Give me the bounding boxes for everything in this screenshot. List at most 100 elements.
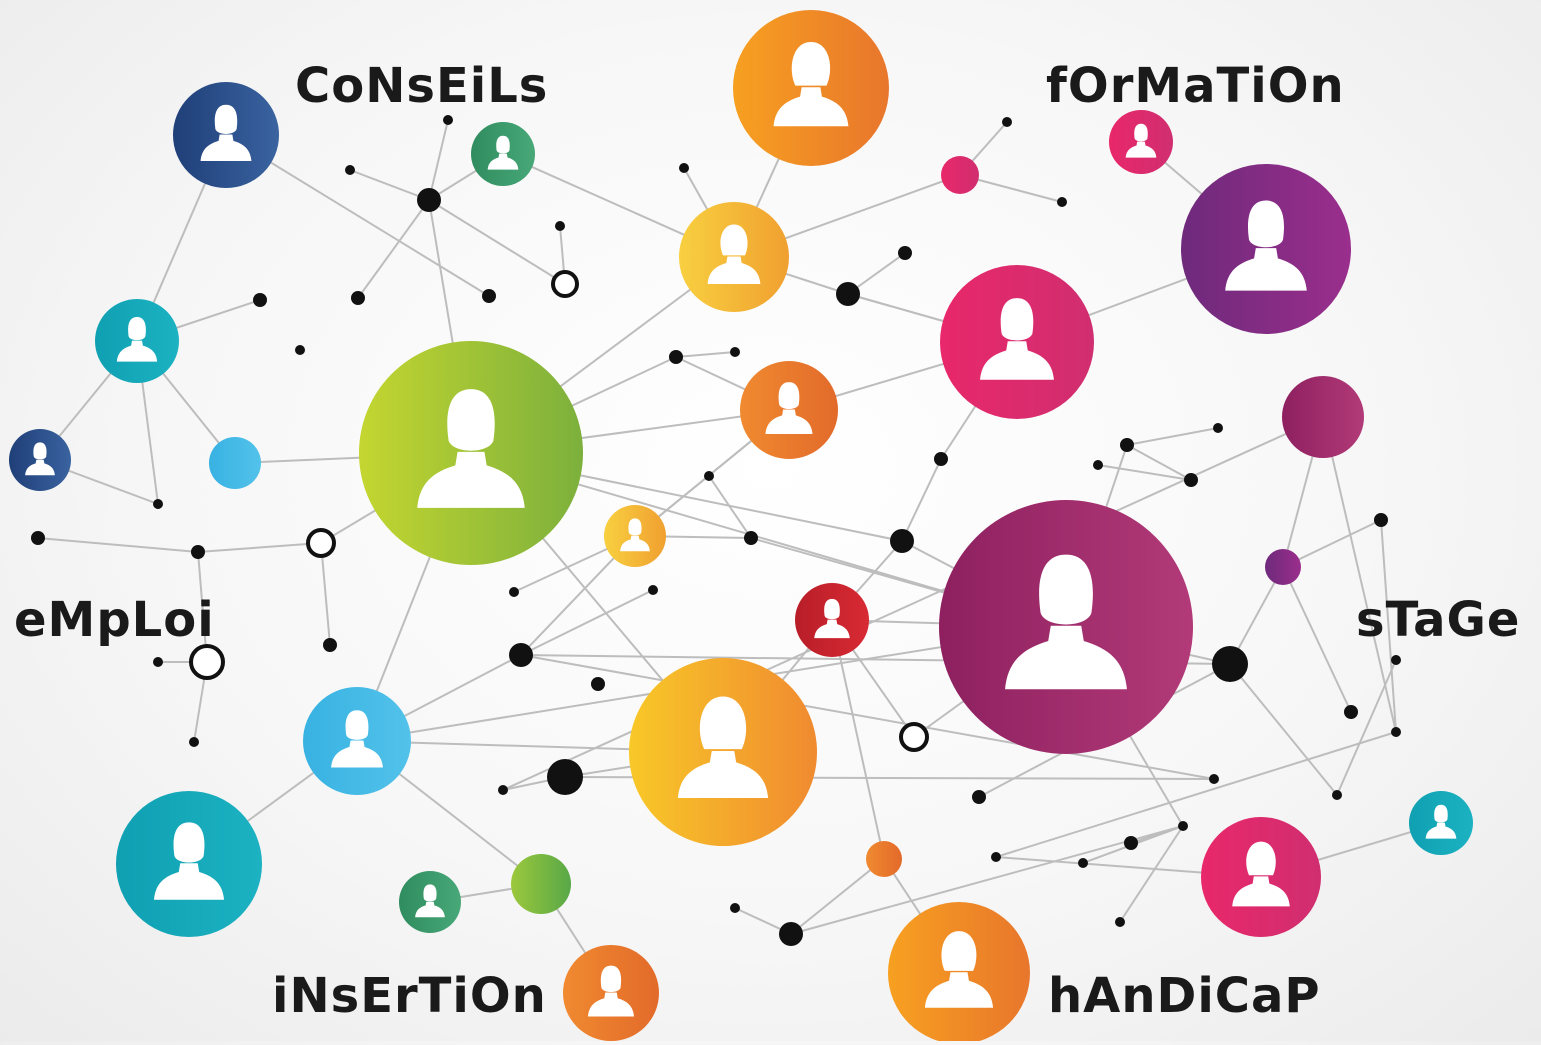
- person-node: [563, 945, 659, 1041]
- label-handicap: hAnDiCaP: [1048, 968, 1321, 1024]
- label-emploi: eMpLoi: [14, 592, 215, 648]
- black-dot: [591, 677, 605, 691]
- black-dot: [345, 165, 355, 175]
- connection-line: [1126, 444, 1192, 481]
- connection-line: [1380, 519, 1397, 733]
- black-dot: [730, 347, 740, 357]
- black-dot: [898, 246, 912, 260]
- color-dot: [511, 854, 571, 914]
- connection-line: [901, 458, 942, 542]
- person-icon: [924, 931, 994, 1008]
- person-node: [399, 871, 461, 933]
- person-icon: [200, 104, 252, 161]
- black-dot: [153, 499, 163, 509]
- black-dot: [547, 759, 583, 795]
- ring-dot: [551, 270, 579, 298]
- node-circle: [888, 902, 1030, 1044]
- black-dot: [1002, 117, 1012, 127]
- black-dot: [1213, 423, 1223, 433]
- person-node: [359, 341, 583, 565]
- black-dot: [1209, 774, 1219, 784]
- black-dot: [253, 293, 267, 307]
- black-dot: [1124, 836, 1138, 850]
- black-dot: [679, 163, 689, 173]
- person-node: [303, 687, 411, 795]
- connection-line: [320, 542, 331, 646]
- person-node: [1201, 817, 1321, 937]
- label-stage: sTaGe: [1356, 592, 1521, 648]
- black-dot: [1184, 473, 1198, 487]
- person-icon: [116, 317, 158, 362]
- black-dot: [934, 452, 948, 466]
- black-dot: [1332, 790, 1342, 800]
- black-dot: [1178, 821, 1188, 831]
- black-dot: [1391, 727, 1401, 737]
- black-dot: [1344, 705, 1358, 719]
- black-dot: [351, 291, 365, 305]
- person-node: [604, 505, 666, 567]
- person-icon: [25, 442, 55, 476]
- connection-line: [197, 542, 322, 553]
- person-icon: [765, 382, 813, 435]
- connection-line: [1336, 659, 1397, 796]
- ring-dot: [899, 722, 929, 752]
- connection-line: [1322, 416, 1397, 733]
- black-dot: [1057, 197, 1067, 207]
- person-icon: [417, 389, 525, 508]
- black-dot: [482, 289, 496, 303]
- person-icon: [1225, 200, 1307, 291]
- person-icon: [677, 696, 769, 799]
- black-dot: [1212, 646, 1248, 682]
- person-node: [795, 583, 869, 657]
- black-dot: [972, 790, 986, 804]
- person-node: [116, 791, 262, 937]
- black-dot: [991, 852, 1001, 862]
- label-formation: fOrMaTiOn: [1046, 58, 1345, 114]
- person-node: [9, 429, 71, 491]
- black-dot: [1374, 513, 1388, 527]
- black-dot: [836, 282, 860, 306]
- person-icon: [707, 224, 761, 284]
- connection-line: [520, 654, 1215, 780]
- person-node: [1109, 110, 1173, 174]
- color-dot: [1282, 376, 1364, 458]
- color-dot: [866, 841, 902, 877]
- person-node: [1409, 791, 1473, 855]
- black-dot: [443, 115, 453, 125]
- black-dot: [779, 922, 803, 946]
- person-node: [1181, 164, 1351, 334]
- person-icon: [980, 298, 1054, 380]
- color-dot: [209, 437, 261, 489]
- person-icon: [331, 710, 383, 768]
- black-dot: [1391, 655, 1401, 665]
- person-node: [173, 82, 279, 188]
- person-icon: [1232, 841, 1290, 907]
- connection-line: [1282, 519, 1382, 568]
- ring-dot: [189, 644, 225, 680]
- person-icon: [153, 822, 225, 900]
- person-icon: [415, 884, 445, 918]
- connection-line: [428, 199, 566, 285]
- person-node: [740, 361, 838, 459]
- black-dot: [669, 350, 683, 364]
- connection-line: [1126, 427, 1219, 446]
- black-dot: [509, 643, 533, 667]
- person-icon: [1125, 123, 1157, 158]
- connection-line: [357, 199, 430, 299]
- black-dot: [323, 638, 337, 652]
- label-conseils: CoNsEiLs: [295, 58, 549, 114]
- black-dot: [890, 529, 914, 553]
- black-dot: [1120, 438, 1134, 452]
- black-dot: [1115, 917, 1125, 927]
- connection-line: [349, 169, 430, 201]
- person-node: [471, 122, 535, 186]
- person-node: [940, 265, 1094, 419]
- network-nodes: [9, 10, 1473, 1044]
- connection-line: [995, 731, 1397, 858]
- person-icon: [620, 518, 650, 552]
- connection-line: [675, 351, 736, 358]
- connection-line: [1119, 825, 1184, 923]
- black-dot: [1093, 460, 1103, 470]
